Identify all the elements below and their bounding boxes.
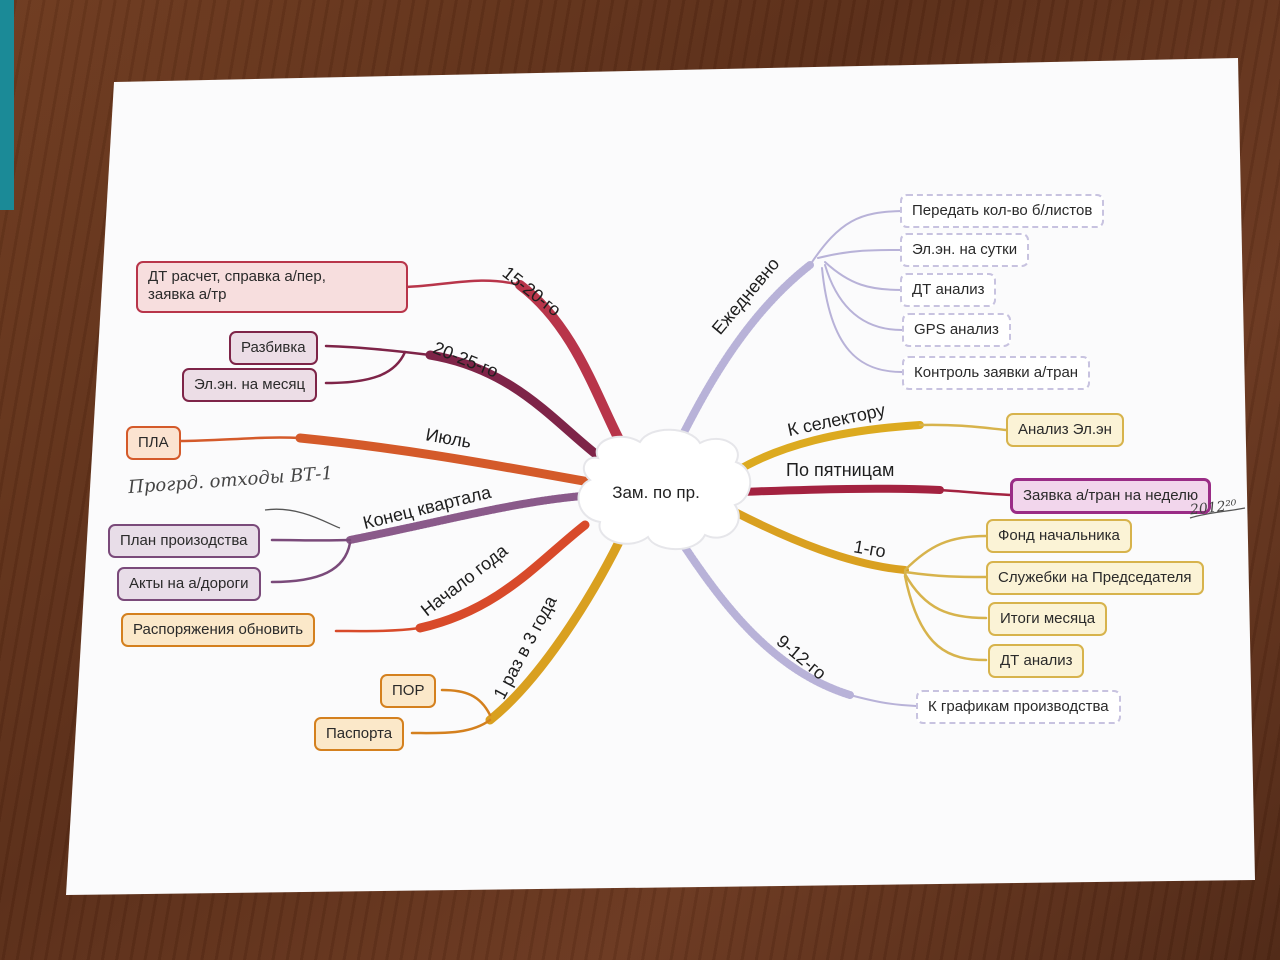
- label-po-pyatnicam: По пятницам: [786, 460, 895, 480]
- center-cloud: [577, 428, 752, 551]
- node-dt-analiz-monthly[interactable]: ДТ анализ: [988, 644, 1085, 678]
- node-akty-dorogi[interactable]: Акты на а/дороги: [117, 567, 261, 601]
- node-pasporta[interactable]: Паспорта: [314, 717, 405, 751]
- node-por[interactable]: ПОР: [380, 674, 437, 708]
- center-node[interactable]: Зам. по пр.: [612, 483, 700, 502]
- node-k-grafikam[interactable]: К графикам производства: [916, 690, 1121, 724]
- teal-object: [0, 0, 14, 210]
- node-sluzhebki[interactable]: Служебки на Председателя: [986, 561, 1204, 595]
- node-kontrol-zayavki[interactable]: Контроль заявки а/тран: [902, 356, 1091, 390]
- node-analiz-el-en[interactable]: Анализ Эл.эн: [1006, 413, 1124, 447]
- node-dt-analiz-daily[interactable]: ДТ анализ: [900, 273, 997, 307]
- node-itogi-mesyaca[interactable]: Итоги месяца: [988, 602, 1108, 636]
- node-zayavka-nedelyu[interactable]: Заявка а/тран на неделю: [1010, 478, 1212, 514]
- node-dt-raschet[interactable]: ДТ расчет, справка а/пер, заявка а/тр: [136, 261, 408, 313]
- node-gps-analiz[interactable]: GPS анализ: [902, 313, 1011, 347]
- node-peredat-blistov[interactable]: Передать кол-во б/листов: [900, 194, 1105, 228]
- node-el-en-mesyac[interactable]: Эл.эн. на месяц: [182, 368, 318, 402]
- node-rasporyazheniya[interactable]: Распоряжения обновить: [121, 613, 316, 647]
- node-razbivka[interactable]: Разбивка: [229, 331, 318, 365]
- node-plan-proizodstva[interactable]: План произодства: [108, 524, 260, 558]
- pen-strokes: [264, 507, 1246, 529]
- node-fond-nachalnika[interactable]: Фонд начальника: [986, 519, 1132, 553]
- node-pla[interactable]: ПЛА: [126, 426, 181, 460]
- node-el-en-sutki[interactable]: Эл.эн. на сутки: [900, 233, 1030, 267]
